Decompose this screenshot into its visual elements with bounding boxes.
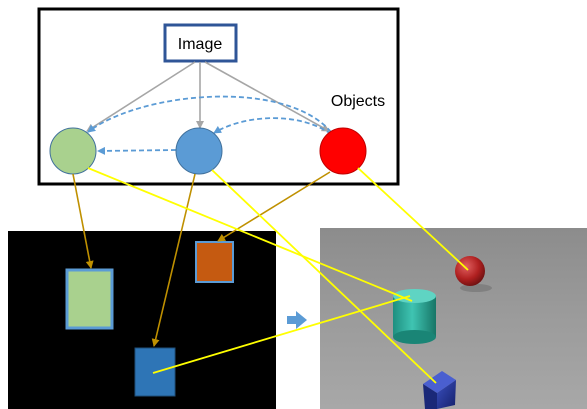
image-node-label: Image — [178, 36, 223, 53]
green-layout-box — [65, 268, 114, 330]
orange-layout-box — [195, 241, 234, 283]
image-node — [163, 23, 238, 63]
grounding-line-blue — [211, 169, 437, 384]
green-object-node — [49, 127, 97, 175]
edge-image-to-green — [86, 61, 196, 132]
sphere-shadow — [460, 284, 492, 292]
edge-image-to-red — [204, 61, 330, 132]
teal-cylinder-bottom — [393, 330, 436, 344]
grounding-line-red — [357, 167, 469, 271]
red-object-node — [319, 127, 367, 175]
relation-red-to-blue — [213, 117, 332, 135]
grounding-line-box-blue — [152, 295, 411, 374]
red-sphere — [455, 256, 485, 286]
teal-cylinder-top — [393, 289, 436, 303]
relation-red-to-green — [87, 95, 332, 133]
layout-link-blue — [151, 173, 196, 347]
relation-blue-to-green — [97, 146, 177, 155]
layout-link-green — [72, 173, 94, 269]
cube-right-face — [437, 380, 456, 409]
objects-label: Objects — [331, 93, 385, 110]
cube-top-face — [423, 371, 456, 393]
blue-object-node — [175, 127, 223, 175]
grounding-line-green — [87, 167, 413, 302]
cube-left-face — [423, 384, 437, 409]
arrow-right-icon — [287, 311, 307, 329]
